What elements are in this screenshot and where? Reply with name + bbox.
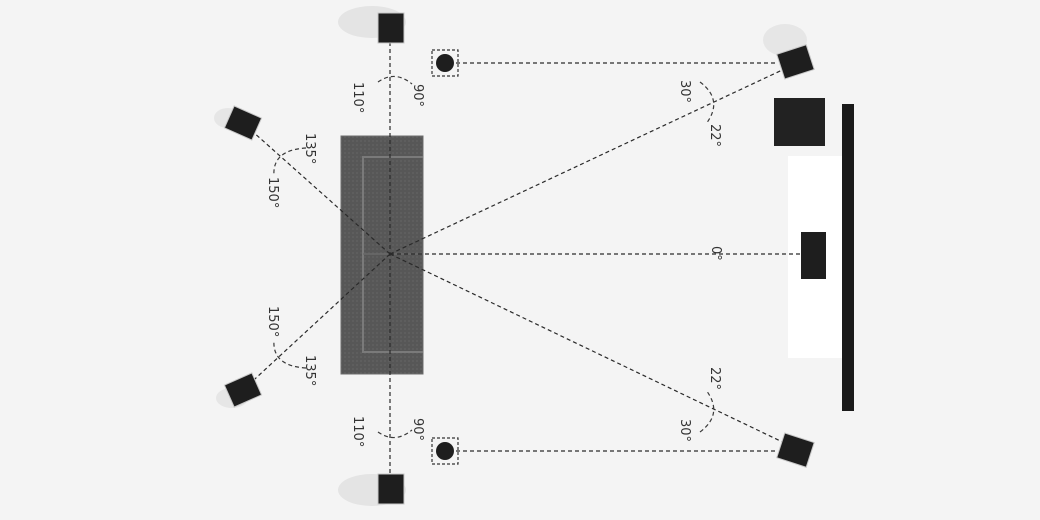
speaker-height-bottom xyxy=(431,437,459,465)
subwoofer xyxy=(774,98,825,146)
arc-rear-bottom xyxy=(273,339,307,369)
speaker-rear-bottom xyxy=(223,372,263,408)
speaker-front-left xyxy=(776,44,815,80)
label-side-top-right: 90° xyxy=(410,84,425,107)
speaker-beams xyxy=(242,42,800,474)
arc-rear-top xyxy=(273,147,307,177)
angle-arcs xyxy=(273,75,715,439)
speaker-rear-top xyxy=(223,105,263,141)
beam-front-left xyxy=(389,63,796,255)
beam-front-right xyxy=(389,253,796,449)
arc-side-top xyxy=(377,75,413,85)
speakers xyxy=(223,12,815,505)
label-front-bottom-inner: 22° xyxy=(707,367,722,390)
center-speaker xyxy=(801,232,826,279)
sofa-body xyxy=(341,136,423,374)
tv-screen xyxy=(842,104,854,411)
label-front-top-outer: 30° xyxy=(677,80,692,103)
sofa-outline xyxy=(340,135,424,375)
speaker-front-right xyxy=(776,432,815,468)
label-side-bottom-right: 90° xyxy=(410,418,425,441)
entertainment-wall xyxy=(774,98,854,411)
sofa xyxy=(340,135,424,375)
arc-front-bottom xyxy=(699,389,715,433)
label-center-angle: 0° xyxy=(708,246,723,261)
arc-side-bottom xyxy=(377,429,413,439)
label-front-top-inner: 22° xyxy=(707,124,722,147)
speaker-side-bottom xyxy=(377,473,405,505)
angle-labels: 0° 30° 22° 22° 30° 110° 90° 110° 90° 135… xyxy=(265,80,723,447)
label-rear-bottom-outer: 150° xyxy=(265,306,280,337)
arc-front-top xyxy=(699,81,715,125)
beam-rear-bottom xyxy=(242,253,391,391)
speaker-side-top xyxy=(377,12,405,44)
label-side-bottom-left: 110° xyxy=(350,416,365,447)
label-front-bottom-outer: 30° xyxy=(677,419,692,442)
label-rear-bottom-inner: 135° xyxy=(302,355,317,386)
label-side-top-left: 110° xyxy=(350,82,365,113)
label-rear-top-outer: 150° xyxy=(265,177,280,208)
speaker-height-top xyxy=(431,49,459,77)
beam-rear-top xyxy=(242,122,391,255)
label-rear-top-inner: 135° xyxy=(302,133,317,164)
